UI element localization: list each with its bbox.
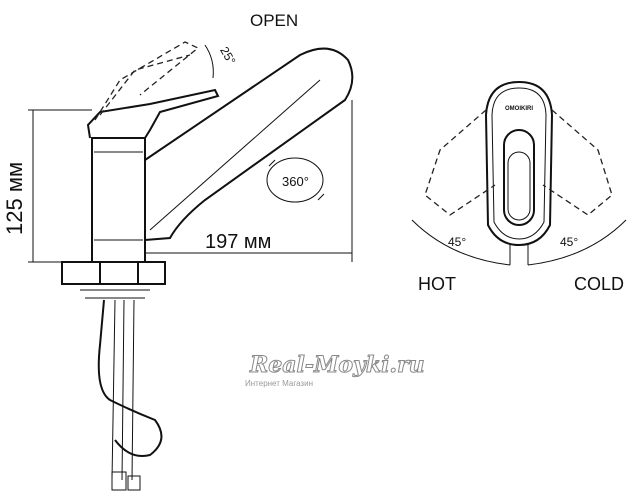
- tilt-angle-label: 25°: [217, 44, 238, 67]
- handle-top-view: OMOIKIRI 45° 45° HOT COLD: [411, 80, 627, 294]
- faucet-side-view: [61, 41, 354, 491]
- cold-label: COLD: [574, 274, 624, 294]
- swivel-label: 360°: [282, 174, 309, 189]
- brand-logo: OMOIKIRI: [505, 106, 533, 112]
- swivel-indicator: 360°: [266, 157, 325, 203]
- hot-label: HOT: [418, 274, 456, 294]
- hot-angle-label: 45°: [448, 235, 466, 249]
- reach-label: 197 мм: [205, 231, 271, 253]
- watermark-site: Real-Moyki.ru: [249, 352, 425, 378]
- height-label: 125 мм: [2, 162, 27, 235]
- open-label: OPEN: [250, 11, 298, 30]
- watermark-subtitle: Интернет Магазин: [245, 379, 313, 388]
- watermark: Real-Moyki.ru Интернет Магазин: [245, 352, 425, 389]
- height-dimension: 125 мм: [2, 109, 92, 263]
- cold-angle-label: 45°: [560, 235, 578, 249]
- reach-dimension: 197 мм: [145, 100, 353, 262]
